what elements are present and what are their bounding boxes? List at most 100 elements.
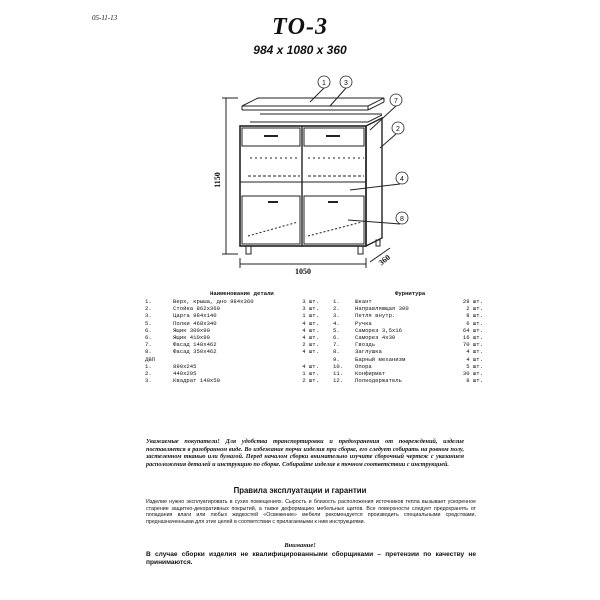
- row-number: 9.: [333, 355, 340, 363]
- rules-text: Изделие нужно эксплуатировать в сухих по…: [146, 499, 476, 525]
- callout-3: 3: [344, 80, 348, 87]
- table-row: ДВП: [145, 356, 319, 363]
- table-row: 2. 440х295 1 шт.: [145, 370, 319, 377]
- item-name: Гвоздь: [355, 341, 376, 349]
- item-name: Верх, крыша, дно 984х360: [173, 298, 254, 305]
- product-title: ТО-3: [272, 14, 328, 40]
- item-name: Полкодержатель: [355, 377, 402, 385]
- item-qty: 3 шт.: [302, 298, 319, 305]
- item-qty: 4 шт.: [466, 355, 483, 363]
- table-row: 2. Стойка 862х360 3 шт.: [145, 305, 319, 312]
- rules-title: Правила эксплуатации и гарантии: [233, 486, 367, 495]
- table-row: 9. Барный механизм 4 шт.: [333, 356, 483, 363]
- warranty-warning: В случае сборки изделия не квалифицирова…: [146, 551, 476, 566]
- item-name: Ящик 410х90: [173, 334, 210, 342]
- row-number: ДВП: [145, 355, 156, 363]
- item-qty: [283, 356, 319, 363]
- item-qty: 5 шт.: [466, 362, 483, 370]
- table-row: 6. Ящик 300х90 4 шт.: [145, 327, 319, 334]
- customer-notice: Уважаемые покупатели! Для удобства транс…: [146, 438, 464, 468]
- row-number: 1.: [333, 298, 340, 305]
- callout-4: 4: [400, 176, 404, 183]
- row-number: 11.: [333, 370, 344, 378]
- row-number: 2.: [333, 305, 340, 313]
- row-number: 8.: [333, 348, 340, 356]
- callout-7: 7: [394, 98, 398, 105]
- row-number: 2.: [145, 305, 152, 313]
- item-name: Саморез 4х30: [355, 334, 396, 342]
- item-name: 440х295: [173, 370, 197, 378]
- item-qty: 8 шт.: [466, 312, 483, 320]
- item-name: 890х245: [173, 362, 197, 370]
- item-name: Квадрат 140х50: [173, 377, 220, 385]
- item-name: Направляющая 300: [355, 305, 409, 313]
- item-qty: 1 шт.: [302, 370, 319, 378]
- row-number: 5.: [333, 326, 340, 334]
- cabinet-front: [239, 125, 367, 247]
- item-name: Ящик 300х90: [173, 326, 210, 334]
- row-number: 7.: [145, 341, 152, 349]
- item-qty: 4 шт.: [302, 326, 319, 334]
- row-number: 8.: [145, 348, 152, 356]
- item-qty: 70 шт.: [462, 341, 483, 349]
- row-number: 6.: [145, 334, 152, 342]
- assembly-drawing: 1 3 7 2 4 8 1150 1050 360: [213, 75, 409, 276]
- item-qty: 4 шт.: [302, 334, 319, 342]
- row-number: 7.: [333, 341, 340, 349]
- item-qty: 3 шт.: [302, 305, 319, 313]
- item-name: Петля внутр.: [355, 312, 396, 320]
- item-name: Полки 468х340: [173, 319, 217, 327]
- door-left: [241, 195, 301, 245]
- row-number: 12.: [333, 377, 344, 385]
- item-qty: 64 шт.: [462, 326, 483, 334]
- fittings-header: Фурнитура: [395, 290, 426, 297]
- table-row: 5. Полки 468х340 4 шт.: [145, 320, 319, 327]
- table-row: 12. Полкодержатель 8 шт.: [333, 377, 483, 384]
- callout-8: 8: [400, 216, 404, 223]
- upper-shelf: [250, 114, 383, 123]
- table-row: 7. Гвоздь 70 шт.: [333, 341, 483, 348]
- item-qty: 2 шт.: [466, 305, 483, 313]
- callout-2: 2: [396, 126, 400, 133]
- item-name: Саморез 3,5х16: [355, 326, 402, 334]
- row-number: 5.: [145, 319, 152, 327]
- door-right: [303, 195, 365, 245]
- drawer-left: [241, 127, 301, 147]
- row-number: 3.: [145, 377, 152, 385]
- item-name: Стойка 862х360: [173, 305, 220, 313]
- drawer-right: [303, 127, 365, 147]
- item-qty: 16 шт.: [462, 334, 483, 342]
- item-name: Фасад 148х462: [173, 341, 217, 349]
- item-qty: 8 шт.: [466, 377, 483, 385]
- table-row: 6. Ящик 410х90 4 шт.: [145, 334, 319, 341]
- side-panel: [365, 116, 383, 248]
- parts-table: 1. Верх, крыша, дно 984х360 3 шт. 2. Стойка …: [145, 298, 319, 384]
- item-name: Фасад 350х462: [173, 348, 217, 356]
- row-number: 1.: [145, 362, 152, 370]
- item-qty: 4 шт.: [466, 348, 483, 356]
- row-number: 6.: [145, 326, 152, 334]
- height-label: 1150: [213, 172, 222, 188]
- item-qty: 30 шт.: [462, 370, 483, 378]
- item-qty: 4 шт.: [302, 319, 319, 327]
- item-qty: 28 шт.: [462, 298, 483, 305]
- item-name: Барный механизм: [355, 355, 406, 363]
- attention-heading: Внимание!: [284, 542, 316, 549]
- item-name: [173, 356, 283, 363]
- table-row: 11. Конфирмат 30 шт.: [333, 370, 483, 377]
- row-number: 2.: [145, 370, 152, 378]
- document-code: 05-11-13: [92, 14, 118, 22]
- item-name: Конфирмат: [355, 370, 386, 378]
- item-name: Ручка: [355, 319, 372, 327]
- table-row: 3.Петля внутр.8 шт.: [333, 312, 483, 319]
